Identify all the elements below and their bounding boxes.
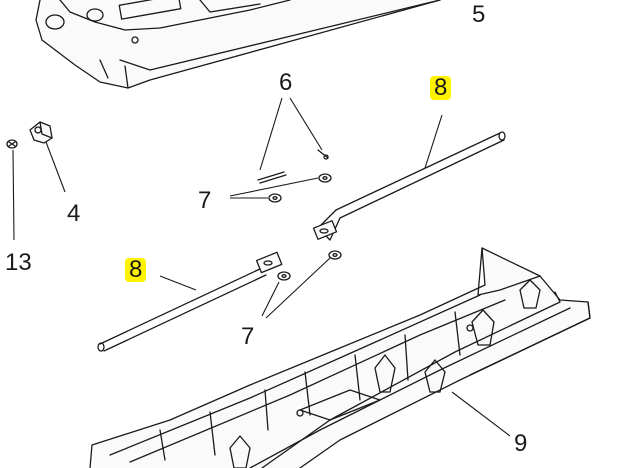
- screw-part: [6, 139, 18, 149]
- callout-8-lower: 8: [125, 258, 147, 282]
- rod-part-upper: [312, 131, 506, 241]
- clip-part: [29, 121, 53, 144]
- callout-5: 5: [472, 1, 486, 28]
- washer-part-lower: [277, 250, 342, 281]
- washer-part-upper: [268, 173, 332, 203]
- callout-7-upper: 7: [198, 187, 212, 214]
- upper-housing-part: [35, 0, 441, 89]
- callout-13: 13: [5, 249, 32, 276]
- callout-6: 6: [279, 69, 293, 96]
- rod-part-lower: [97, 251, 283, 352]
- pin-part: [257, 149, 329, 184]
- callout-8-upper: 8: [430, 76, 452, 100]
- callout-9: 9: [514, 430, 528, 457]
- leader-lines: [12, 97, 511, 437]
- lower-tray-part: [89, 247, 591, 468]
- callout-7-lower: 7: [241, 323, 255, 350]
- callout-4: 4: [67, 200, 81, 227]
